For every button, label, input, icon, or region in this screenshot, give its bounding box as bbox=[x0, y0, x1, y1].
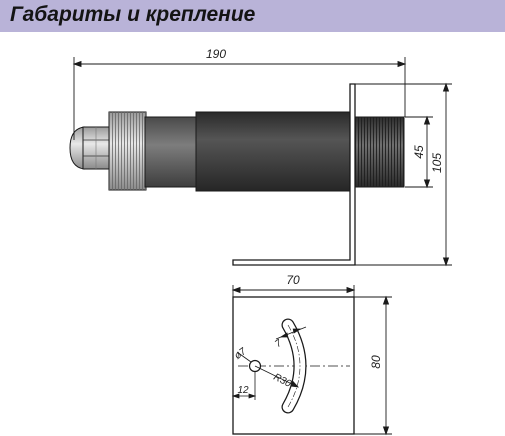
dimension-thread-height bbox=[405, 115, 433, 189]
dimension-plate-height bbox=[354, 295, 392, 436]
label-overall-length: 190 bbox=[206, 47, 226, 61]
body-main-section bbox=[195, 111, 352, 192]
label-slot-width: 7 bbox=[273, 338, 284, 350]
label-plate-width: 70 bbox=[286, 273, 300, 287]
body-mid-section bbox=[144, 116, 198, 188]
cable-gland-nut bbox=[82, 126, 111, 170]
dimension-slot-width bbox=[275, 326, 307, 340]
cable-gland-cap bbox=[69, 126, 85, 170]
threaded-section bbox=[350, 116, 405, 188]
section-title: Габариты и крепление bbox=[10, 3, 256, 26]
knurled-ring bbox=[108, 111, 147, 191]
dimension-slot-radius bbox=[254, 365, 300, 388]
dimension-hole-offset bbox=[231, 372, 257, 400]
dimension-plate-width bbox=[231, 285, 356, 297]
section-header: Габариты и крепление bbox=[0, 0, 505, 32]
label-thread-height: 45 bbox=[412, 145, 426, 159]
dimension-overall-length bbox=[72, 57, 407, 140]
dimension-bracket-height bbox=[355, 82, 452, 267]
label-hole-offset: 12 bbox=[237, 385, 249, 396]
label-bracket-height: 105 bbox=[430, 153, 444, 173]
sensor-body bbox=[69, 111, 405, 192]
label-plate-height: 80 bbox=[369, 355, 383, 369]
dimension-hole-diameter bbox=[236, 351, 252, 363]
dimensions-drawing: 190 45 105 70 80 bbox=[69, 47, 452, 436]
